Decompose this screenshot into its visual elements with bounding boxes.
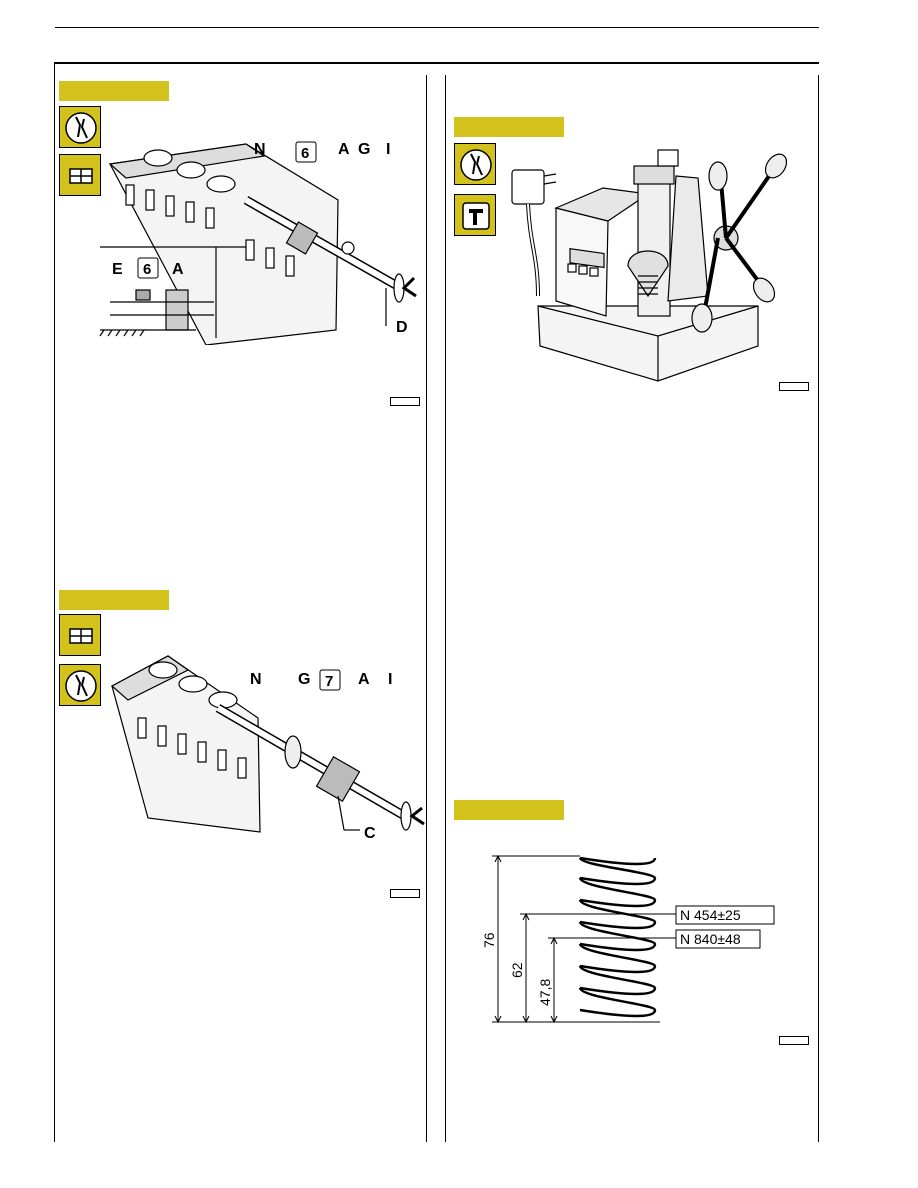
- tool-wrench-icon: [454, 143, 496, 185]
- label-a: A: [358, 671, 370, 688]
- dimension-length-2: 47,8: [537, 979, 553, 1006]
- figure-2-tab: [59, 590, 169, 610]
- measuring-caliper-icon: [454, 194, 496, 236]
- figure-4-ref-box: [779, 1036, 809, 1045]
- label-n: N: [250, 671, 262, 688]
- label-g: G: [298, 671, 310, 688]
- component-grid-icon: [59, 154, 101, 196]
- right-border: [818, 75, 819, 1142]
- spring-dimension-diagram: 76 62 47,8 N 454±25 N 840±48: [481, 854, 775, 1024]
- tool-wrench-icon: [59, 106, 101, 148]
- figure-1-ref-box: [390, 397, 420, 406]
- center-left-border: [426, 75, 427, 1142]
- label-e: E: [112, 261, 123, 278]
- label-6-inset: 6: [143, 261, 151, 278]
- figure-3-illustration: [511, 149, 788, 382]
- label-i: I: [388, 671, 392, 688]
- figure-3-ref-box: [779, 382, 809, 391]
- figure-4-tab: [454, 800, 564, 820]
- figure-2-illustration: N G 7 A I C: [110, 655, 425, 842]
- label-c: C: [364, 825, 376, 842]
- label-a: A: [338, 141, 350, 158]
- figure-2-ref-box: [390, 889, 420, 898]
- tool-wrench-icon: [59, 664, 101, 706]
- label-d: D: [396, 319, 408, 336]
- component-grid-icon: [59, 614, 101, 656]
- label-7: 7: [325, 673, 333, 690]
- header-rule: [55, 62, 819, 64]
- center-right-border: [445, 75, 446, 1142]
- top-rule: [55, 27, 819, 28]
- figure-1-tab: [59, 81, 169, 101]
- label-n: N: [254, 141, 266, 158]
- load-2: N 840±48: [680, 931, 741, 947]
- left-border: [54, 62, 55, 1142]
- label-g: G: [358, 141, 370, 158]
- label-a-inset: A: [172, 261, 184, 278]
- dimension-free-length: 76: [481, 932, 497, 948]
- label-i: I: [386, 141, 390, 158]
- load-1: N 454±25: [680, 907, 741, 923]
- label-6: 6: [301, 145, 309, 162]
- figure-3-tab: [454, 117, 564, 137]
- figure-1-illustration: N 6 A G I D E 6 A: [99, 141, 417, 345]
- dimension-length-1: 62: [509, 962, 525, 978]
